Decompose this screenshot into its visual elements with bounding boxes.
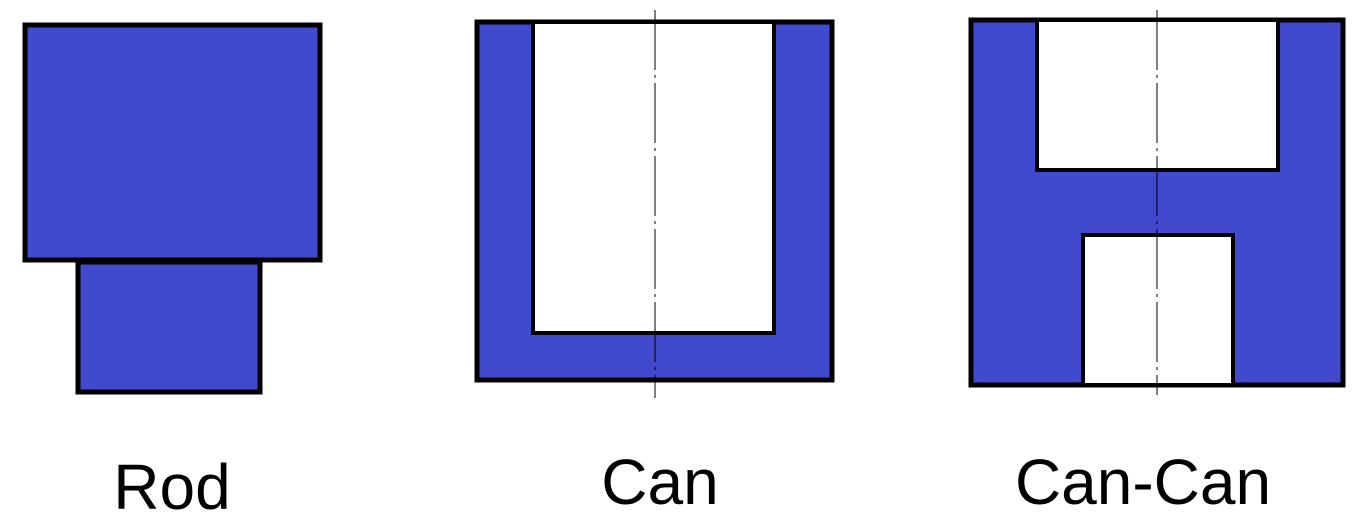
can-label: Can (601, 446, 719, 518)
can-can-lower-cavity (1081, 233, 1235, 387)
can-can-label: Can-Can (1014, 446, 1272, 518)
rod-shank (75, 259, 263, 395)
can-can-diagram (968, 10, 1346, 395)
rod-head (22, 22, 323, 263)
rod-diagram (22, 22, 323, 395)
rod-label: Rod (113, 451, 231, 523)
can-cavity (531, 20, 776, 335)
can-diagram (474, 10, 835, 398)
